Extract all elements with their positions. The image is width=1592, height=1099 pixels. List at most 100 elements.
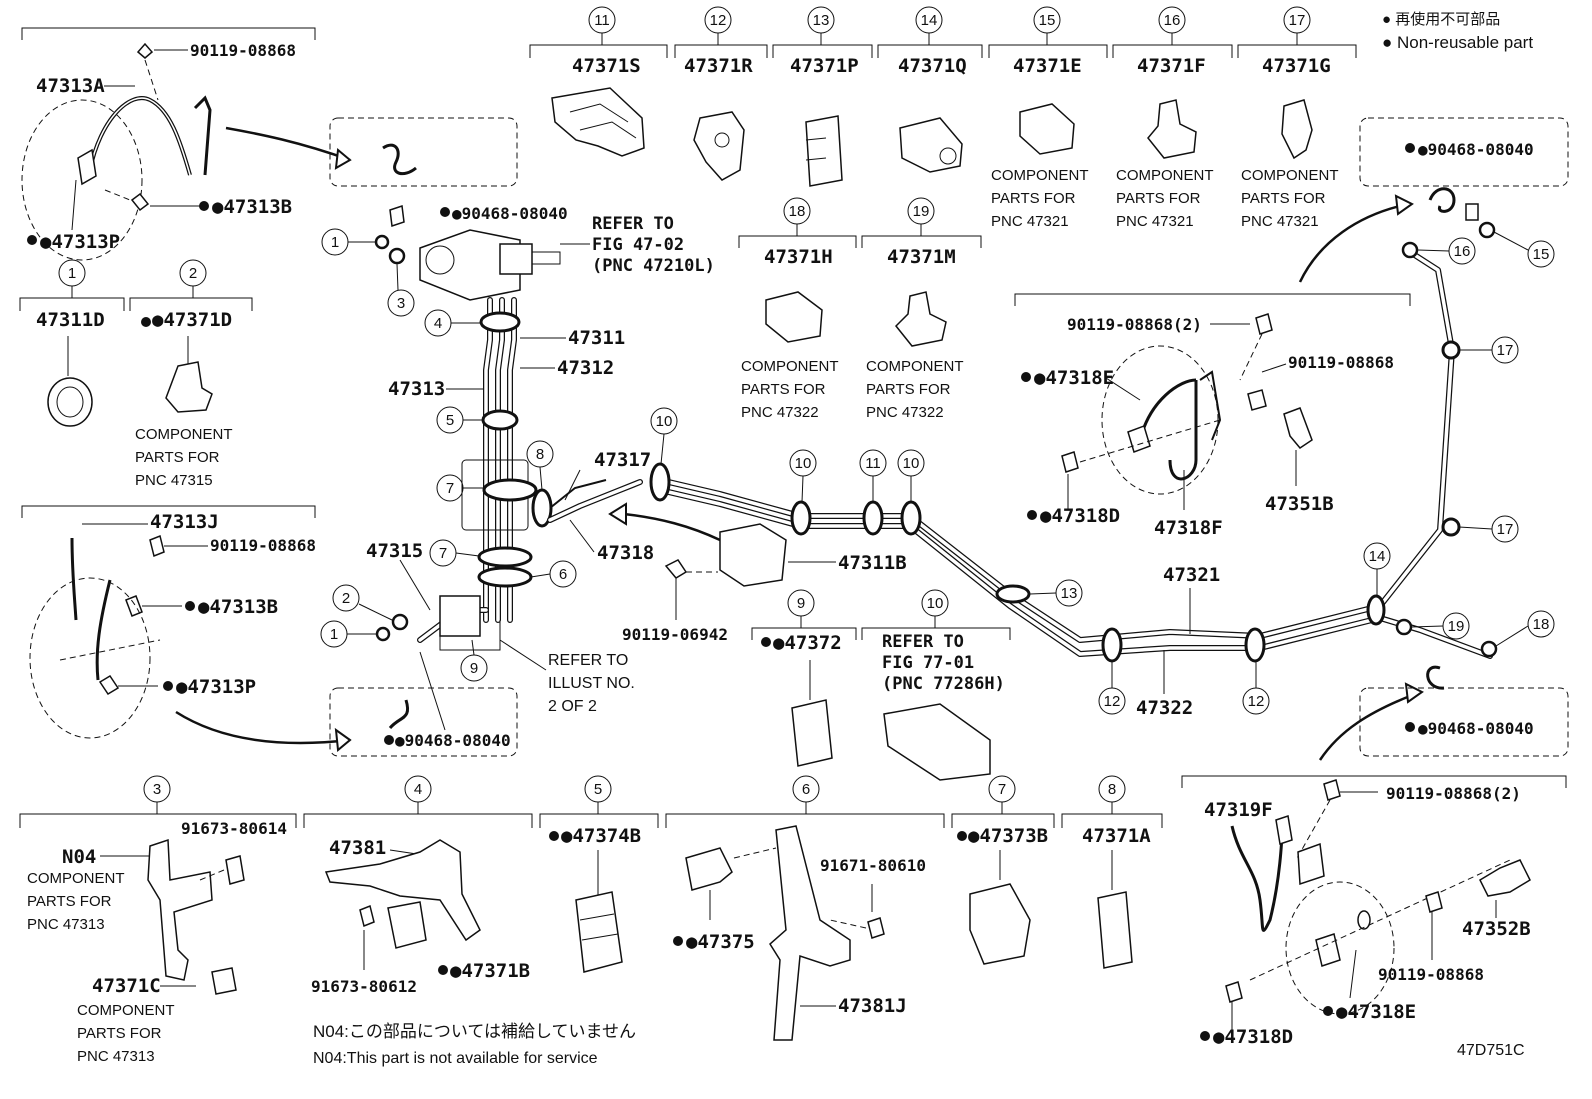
bracket-47352B: 47352B <box>1462 918 1531 940</box>
svg-text:PNC 47315: PNC 47315 <box>135 472 213 489</box>
svg-text:3: 3 <box>153 781 161 798</box>
svg-text:16: 16 <box>1164 12 1181 29</box>
part-47371Q: 47371Q <box>898 55 967 77</box>
bottom-group-10: 10 REFER TO FIG 77-01 (PNC 77286H) <box>861 589 1011 781</box>
svg-text:7: 7 <box>439 545 447 562</box>
clip-47371A-icon <box>1097 891 1133 969</box>
header-group-12: 12 47371R <box>674 6 768 181</box>
svg-text:PARTS FOR: PARTS FOR <box>27 893 112 910</box>
bracket-N04-icon <box>147 838 213 981</box>
svg-text:2 OF 2: 2 OF 2 <box>548 698 597 715</box>
bracket-47381J-icon <box>769 825 851 1041</box>
bottom-group-7: 7 ●47373B <box>951 775 1055 965</box>
svg-text:9: 9 <box>470 660 478 677</box>
legend: ● 再使用不可部品 ● Non-reusable part <box>1382 11 1533 52</box>
svg-text:10: 10 <box>656 413 673 430</box>
bolt-91673-80614: 91673-80614 <box>181 819 287 838</box>
right-detail-assembly: 90119-08868(2) 90119-08868 ●47318E ●4731… <box>1014 293 1411 539</box>
svg-text:19: 19 <box>913 203 930 220</box>
bracket-47351B: 47351B <box>1265 493 1334 515</box>
mid-group-18: 18 47371H COMPONENT PARTS FOR PNC 47322 <box>738 197 857 421</box>
header-group-17: 17 47371G COMPONENT PARTS FOR PNC 47321 <box>1237 6 1357 230</box>
clip-47371M-icon <box>894 291 947 347</box>
svg-text:5: 5 <box>594 781 602 798</box>
pipe-47318: 47318 <box>597 542 654 564</box>
clamp-47374B: ●47374B <box>561 825 641 847</box>
center-assembly: ●90468-08040 REFER TO FIG 47-02 (PNC 472… <box>366 204 907 750</box>
bracket-47311B: 47311B <box>838 552 907 574</box>
part-47371P: 47371P <box>790 55 859 77</box>
left-group-1: 1 47311D <box>19 259 125 427</box>
svg-text:10: 10 <box>795 455 812 472</box>
svg-text:16: 16 <box>1454 243 1471 260</box>
clip-47371Q-icon <box>899 117 963 173</box>
svg-text:18: 18 <box>1533 616 1550 633</box>
svg-text:PNC 47322: PNC 47322 <box>866 404 944 421</box>
hose-47313A: 47313A <box>36 75 105 97</box>
clamp-47375: ●47375 <box>686 931 755 953</box>
svg-text:REFER TO: REFER TO <box>882 632 964 652</box>
bracket-47381-icon <box>324 839 481 942</box>
svg-text:REFER TO: REFER TO <box>592 214 674 234</box>
svg-text:19: 19 <box>1448 618 1465 635</box>
clamp-47373B-icon <box>969 883 1031 965</box>
bolt-icon <box>136 42 154 59</box>
svg-text:15: 15 <box>1039 12 1056 29</box>
svg-text:11: 11 <box>865 455 881 472</box>
clip-90468-08040-bottom: ●90468-08040 <box>395 731 511 750</box>
clip-47371F-icon <box>1147 99 1197 159</box>
clip-47371S-icon <box>551 87 645 157</box>
clip-90468-08040-top: ●90468-08040 <box>452 204 568 223</box>
svg-text:12: 12 <box>1104 693 1121 710</box>
callout-11: 11 <box>594 12 610 29</box>
svg-text:5: 5 <box>446 412 454 429</box>
hose-47318F: 47318F <box>1154 517 1223 539</box>
clip-47371G-icon <box>1281 99 1313 160</box>
bolt-90119-08868-2b: 90119-08868(2) <box>1386 784 1521 803</box>
svg-text:FIG 77-01: FIG 77-01 <box>882 653 974 673</box>
bottom-group-4: 4 47381 91673-80612 ●47371B <box>303 775 533 996</box>
bolt-90119-08868: 90119-08868 <box>190 41 296 60</box>
hose-47313J: 47313J <box>150 511 219 533</box>
svg-text:13: 13 <box>813 12 830 29</box>
clamp-47374B-icon <box>575 891 623 973</box>
notes: N04:この部品については補給していません N04:This part is n… <box>313 1022 1525 1067</box>
clip-47313B-b: ●47313B <box>198 596 278 618</box>
part-47371F: 47371F <box>1137 55 1206 77</box>
part-47371E: 47371E <box>1013 55 1082 77</box>
header-group-14: 14 47371Q <box>877 6 983 173</box>
svg-text:4: 4 <box>434 315 442 332</box>
hose-47319F: 47319F <box>1204 799 1273 821</box>
svg-text:PNC 47322: PNC 47322 <box>741 404 819 421</box>
svg-text:7: 7 <box>446 480 454 497</box>
pipe-47313: 47313 <box>388 378 445 400</box>
part-47371S: 47371S <box>572 55 641 77</box>
part-47371G: 47371G <box>1262 55 1331 77</box>
svg-text:12: 12 <box>1248 693 1265 710</box>
bottom-group-6: 6 ●47375 91671-80610 47381J <box>665 775 945 1041</box>
svg-text:2: 2 <box>189 265 197 282</box>
svg-text:13: 13 <box>1061 585 1078 602</box>
bolt-90119-08868-r: 90119-08868 <box>1288 353 1394 372</box>
svg-text:17: 17 <box>1289 12 1306 29</box>
header-group-16: 16 47371F COMPONENT PARTS FOR PNC 47321 <box>1112 6 1233 230</box>
left-group-2: 2 ●47371D COMPONENT PARTS FOR PNC 47315 <box>129 259 253 489</box>
clip-47372: ●47372 <box>773 632 842 654</box>
svg-text:8: 8 <box>1108 781 1116 798</box>
svg-text:ILLUST NO.: ILLUST NO. <box>548 675 635 692</box>
svg-text:PNC 47321: PNC 47321 <box>991 213 1069 230</box>
svg-text:4: 4 <box>414 781 422 798</box>
svg-text:COMPONENT: COMPONENT <box>1116 167 1214 184</box>
svg-text:COMPONENT: COMPONENT <box>77 1002 175 1019</box>
bottom-group-8: 8 47371A <box>1061 775 1163 969</box>
detail-circle <box>21 99 143 261</box>
pipe-47315: 47315 <box>366 540 423 562</box>
main-brake-line: 47321 47322 <box>649 249 1493 719</box>
part-47371R: 47371R <box>684 55 753 77</box>
svg-text:PARTS FOR: PARTS FOR <box>1116 190 1201 207</box>
n04-marker: N04 <box>62 846 96 868</box>
pin-47313P: ●47313P <box>40 231 120 253</box>
bolt-90119-08868-br: 90119-08868 <box>1378 965 1484 984</box>
svg-text:17: 17 <box>1497 342 1514 359</box>
svg-text:PARTS FOR: PARTS FOR <box>1241 190 1326 207</box>
